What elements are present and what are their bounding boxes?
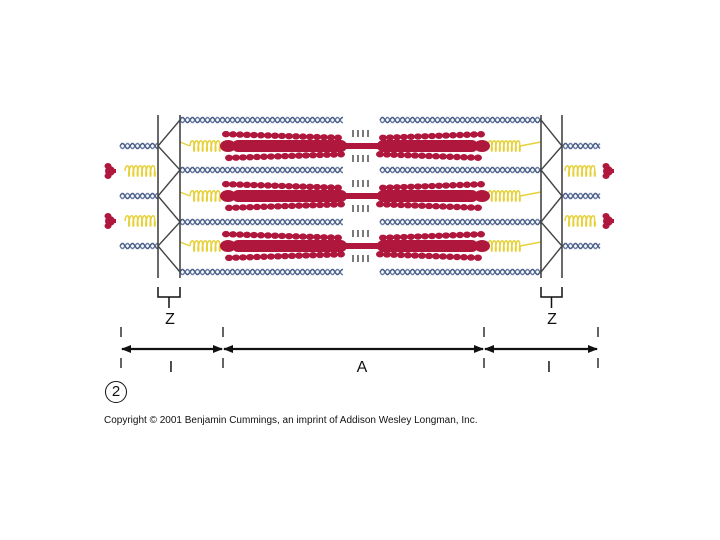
actin-filament-right-3 [380,220,541,225]
actin-filament-right-2 [380,168,541,173]
titin-link-right-2 [520,192,541,196]
actin-filament-left-2 [180,168,343,173]
myosin-thick-filament-1 [220,130,490,162]
titin-spring-right-3 [488,241,520,252]
titin-link-right-1 [520,142,541,146]
titin-spring-left-3 [190,241,220,252]
i-band-label-right: I [547,360,551,376]
i-band-label-left: I [169,360,173,376]
actin-outer-right-2 [563,194,600,199]
titin-link-left-3 [180,242,190,246]
z-bracket-left [158,287,180,308]
z-line-label-right: Z [547,312,557,328]
actin-outer-right-1 [563,144,600,149]
titin-spring-right-1 [488,141,520,152]
titin-outer-left-1 [125,166,155,177]
actin-filament-right-1 [380,118,541,123]
titin-outer-right-1 [565,166,595,177]
panel-number-badge: 2 [105,381,127,403]
actin-outer-left-3 [120,244,158,249]
titin-link-left-1 [180,142,190,146]
titin-spring-right-2 [488,191,520,202]
myosin-thick-filament-3 [220,230,490,262]
myosin-stub-left-1 [105,163,117,179]
myosin-stub-right-1 [603,163,615,179]
actin-filament-left-1 [180,118,343,123]
titin-outer-right-2 [565,216,595,227]
titin-outer-left-2 [125,216,155,227]
actin-filament-left-4 [180,270,343,275]
titin-spring-left-1 [190,141,220,152]
a-band-label: A [357,360,368,376]
band-measurement-arrows [121,287,598,368]
actin-filament-right-4 [380,270,541,275]
myosin-thick-filament-2 [220,180,490,212]
actin-outer-left-2 [120,194,158,199]
titin-spring-left-2 [190,191,220,202]
myosin-stub-right-2 [603,213,615,229]
z-line-label-left: Z [165,312,175,328]
z-zigzag-left [158,120,180,272]
titin-link-right-3 [520,242,541,246]
actin-outer-left-1 [120,144,158,149]
z-bracket-right [541,287,562,308]
copyright-notice: Copyright © 2001 Benjamin Cummings, an i… [104,415,477,426]
actin-filament-left-3 [180,220,343,225]
z-zigzag-right [541,120,562,272]
actin-outer-right-3 [563,244,600,249]
titin-link-left-2 [180,192,190,196]
myosin-stub-left-2 [105,213,117,229]
